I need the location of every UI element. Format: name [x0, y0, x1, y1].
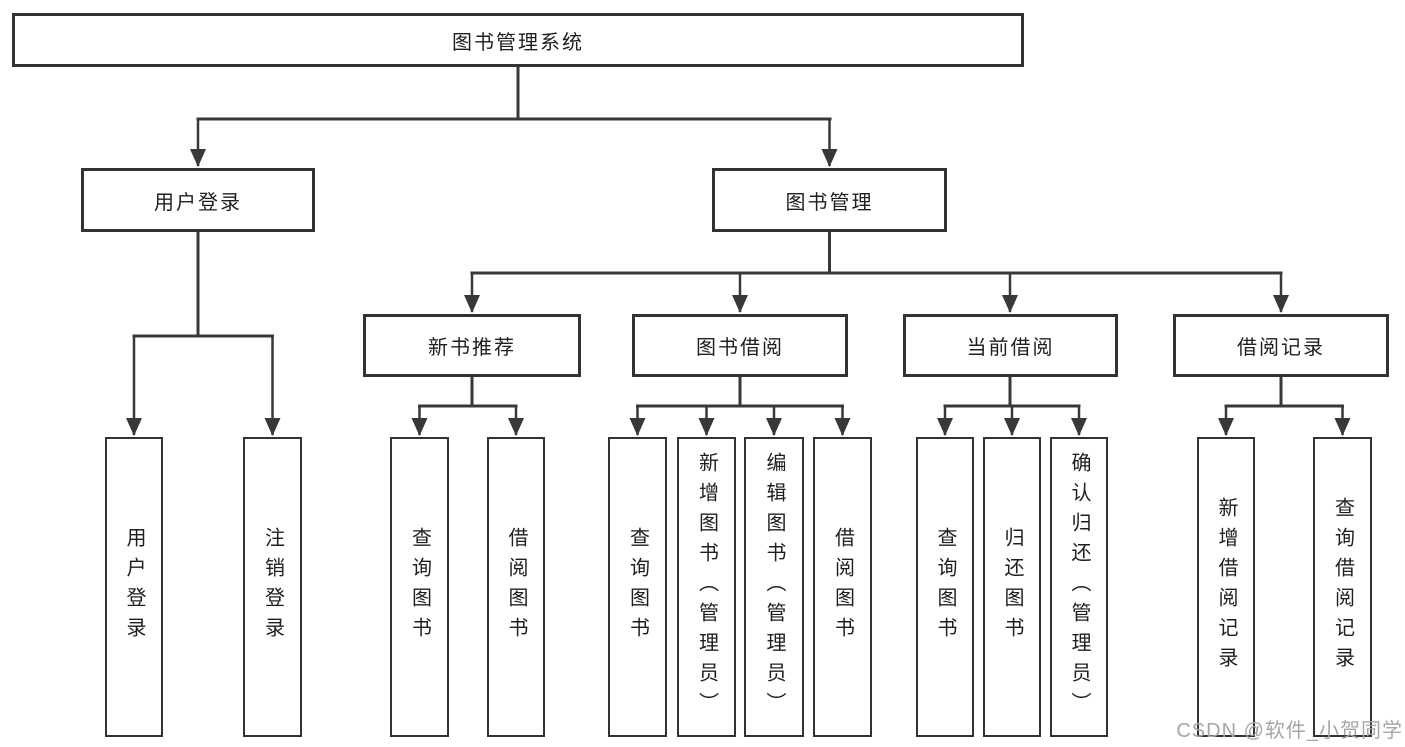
node-book-management-label: 图书管理 [785, 191, 874, 214]
leaf-query-books-3: 查询图书 [916, 437, 974, 737]
leaf-query-books-2-label: 查询图书 [626, 527, 649, 647]
leaf-add-borrow-record-label: 新增借阅记录 [1215, 497, 1237, 677]
node-book-management: 图书管理 [712, 168, 947, 232]
leaf-return-books-label: 归还图书 [1001, 527, 1023, 647]
leaf-query-borrow-record-label: 查询借阅记录 [1331, 497, 1354, 677]
leaf-add-borrow-record: 新增借阅记录 [1197, 437, 1255, 737]
leaf-confirm-return-admin: 确认归还（管理员） [1050, 437, 1108, 737]
leaf-query-books-2: 查询图书 [608, 437, 667, 737]
leaf-query-borrow-record: 查询借阅记录 [1313, 437, 1372, 737]
leaf-user-login: 用户登录 [105, 437, 163, 737]
leaf-borrow-books-2: 借阅图书 [813, 437, 872, 737]
leaf-borrow-books-1-label: 借阅图书 [505, 527, 527, 647]
leaf-edit-book-admin: 编辑图书（管理员） [744, 437, 804, 737]
leaf-query-books-1: 查询图书 [390, 437, 449, 737]
node-book-borrow: 图书借阅 [632, 314, 848, 377]
leaf-borrow-books-1: 借阅图书 [487, 437, 545, 737]
leaf-user-login-label: 用户登录 [123, 527, 145, 647]
node-borrow-records: 借阅记录 [1173, 314, 1389, 377]
leaf-confirm-return-admin-label: 确认归还（管理员） [1068, 452, 1090, 722]
leaf-borrow-books-2-label: 借阅图书 [831, 527, 854, 647]
node-root: 图书管理系统 [12, 13, 1024, 67]
node-user-login: 用户登录 [81, 168, 315, 232]
leaf-query-books-3-label: 查询图书 [934, 527, 956, 647]
node-borrow-records-label: 借阅记录 [1237, 337, 1325, 359]
node-current-borrow-label: 当前借阅 [966, 337, 1055, 359]
leaf-edit-book-admin-label: 编辑图书（管理员） [763, 452, 785, 722]
leaf-add-book-admin-label: 新增图书（管理员） [695, 452, 718, 722]
leaf-add-book-admin: 新增图书（管理员） [677, 437, 736, 737]
leaf-logout-label: 注销登录 [261, 527, 284, 647]
node-root-label: 图书管理系统 [452, 31, 584, 54]
node-user-login-label: 用户登录 [154, 191, 242, 214]
leaf-query-books-1-label: 查询图书 [408, 527, 431, 647]
leaf-return-books: 归还图书 [983, 437, 1041, 737]
node-current-borrow: 当前借阅 [903, 314, 1118, 377]
leaf-logout: 注销登录 [243, 437, 302, 737]
node-book-borrow-label: 图书借阅 [696, 337, 784, 359]
node-new-book-recommend: 新书推荐 [363, 314, 581, 377]
node-new-book-recommend-label: 新书推荐 [428, 337, 516, 359]
